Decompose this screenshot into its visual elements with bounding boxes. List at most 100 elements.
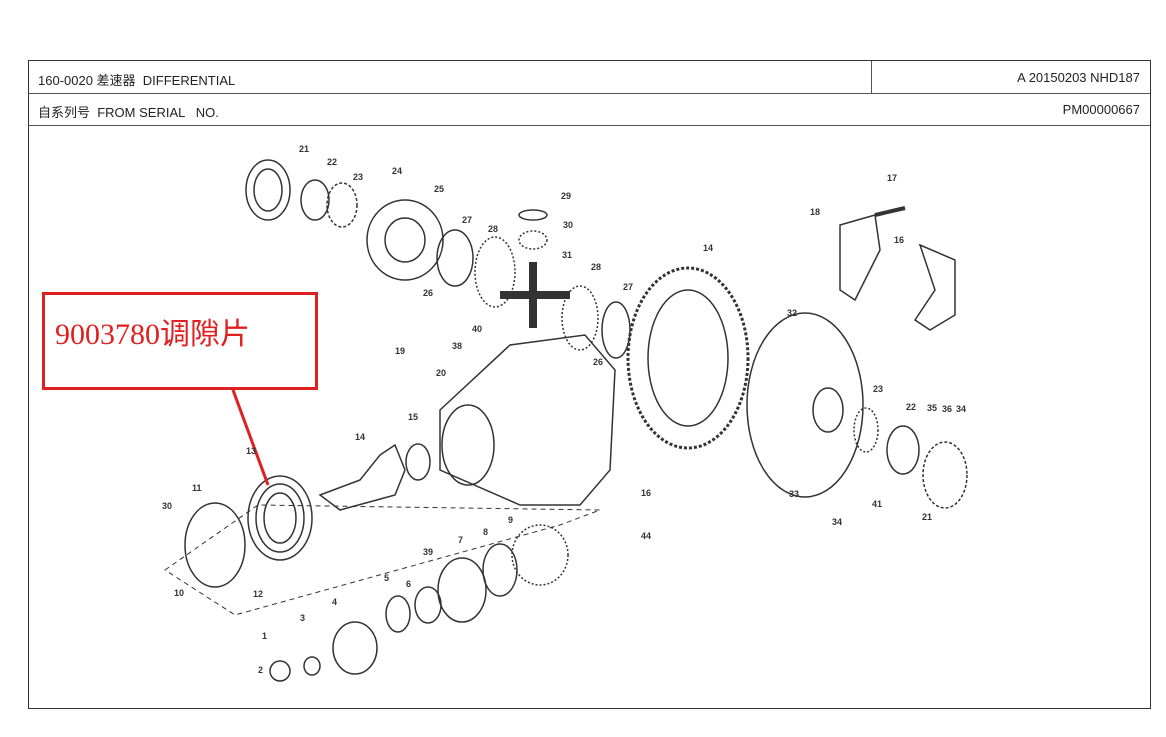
bearing-cup-part bbox=[414, 586, 442, 624]
side-gear-part bbox=[474, 236, 516, 308]
carrier-housing-part bbox=[439, 334, 616, 506]
callout-label: 16 bbox=[641, 488, 652, 498]
callout-label: 2 bbox=[258, 665, 264, 675]
drive-pinion-part bbox=[318, 443, 406, 511]
ring-gear-inner bbox=[647, 289, 729, 427]
callout-label: 5 bbox=[384, 573, 390, 583]
shim-layer bbox=[263, 492, 297, 544]
callout-label: 21 bbox=[922, 512, 933, 522]
bearing-cage-part bbox=[437, 557, 487, 623]
callout-label: 34 bbox=[956, 404, 967, 414]
assembly-guide-line bbox=[164, 504, 601, 616]
callout-label: 30 bbox=[162, 501, 173, 511]
callout-label: 15 bbox=[408, 412, 419, 422]
part-group-title: 160-0020 差速器 DIFFERENTIAL bbox=[38, 73, 236, 88]
callout-label: 38 bbox=[452, 341, 463, 351]
companion-flange-part bbox=[332, 621, 378, 675]
ring-gear-part bbox=[626, 266, 750, 450]
callout-label: 28 bbox=[488, 224, 499, 234]
bearing-cap-part bbox=[839, 214, 881, 302]
thrust-washer-part bbox=[601, 301, 631, 359]
differential-case-half bbox=[366, 199, 444, 281]
header-column-divider bbox=[871, 61, 872, 93]
bolt-part bbox=[874, 206, 906, 217]
shim-layer bbox=[255, 483, 305, 553]
seal-ring-inner bbox=[253, 168, 283, 212]
callout-label: 36 bbox=[942, 404, 953, 414]
callout-label: 27 bbox=[623, 282, 634, 292]
bearing-part bbox=[853, 407, 879, 453]
annotation-pointer-line bbox=[231, 389, 270, 486]
differential-case-half bbox=[746, 312, 864, 498]
callout-label: 13 bbox=[246, 446, 257, 456]
callout-label: 40 bbox=[472, 324, 483, 334]
callout-label: 41 bbox=[872, 499, 883, 509]
callout-label: 35 bbox=[927, 403, 938, 413]
callout-label: 8 bbox=[483, 527, 489, 537]
callout-label: 10 bbox=[174, 588, 185, 598]
callout-label: 1 bbox=[262, 631, 268, 641]
callout-label: 25 bbox=[434, 184, 445, 194]
bearing-part bbox=[511, 524, 569, 586]
revision-info: A 20150203 NHD187 bbox=[1017, 70, 1140, 85]
callout-label: 33 bbox=[789, 489, 800, 499]
o-ring-part bbox=[482, 543, 518, 597]
part-annotation-text: 9003780调隙片 bbox=[55, 318, 250, 351]
callout-label: 32 bbox=[787, 308, 798, 318]
washer-part bbox=[303, 656, 321, 676]
part-annotation-box: 9003780调隙片 bbox=[42, 292, 318, 390]
bearing-part bbox=[405, 443, 431, 481]
callout-label: 3 bbox=[300, 613, 306, 623]
callout-label: 16 bbox=[894, 235, 905, 245]
pm-number: PM00000667 bbox=[1062, 102, 1140, 117]
serial-label: 自系列号 FROM SERIAL NO. bbox=[38, 105, 219, 120]
callout-label: 29 bbox=[561, 191, 572, 201]
callout-label: 27 bbox=[462, 215, 473, 225]
callout-label: 24 bbox=[392, 166, 403, 176]
side-gear-part bbox=[561, 285, 599, 351]
callout-label: 19 bbox=[395, 346, 406, 356]
header-divider bbox=[29, 93, 1150, 94]
nut-part bbox=[269, 660, 291, 682]
callout-label: 6 bbox=[406, 579, 412, 589]
header-divider bbox=[29, 125, 1150, 126]
callout-label: 9 bbox=[508, 515, 514, 525]
washer-part bbox=[518, 209, 548, 221]
callout-label: 30 bbox=[563, 220, 574, 230]
callout-label: 18 bbox=[810, 207, 821, 217]
pinion-gear-part bbox=[518, 230, 548, 250]
seal-ring-part bbox=[245, 159, 291, 221]
callout-label: 34 bbox=[832, 517, 843, 527]
callout-label: 44 bbox=[641, 531, 652, 541]
callout-label: 21 bbox=[299, 144, 310, 154]
callout-label: 39 bbox=[423, 547, 434, 557]
spacer-part bbox=[385, 595, 411, 633]
callout-label: 23 bbox=[873, 384, 884, 394]
callout-label: 4 bbox=[332, 597, 338, 607]
bearing-cap-part bbox=[913, 243, 956, 331]
callout-label: 23 bbox=[353, 172, 364, 182]
callout-label: 20 bbox=[436, 368, 447, 378]
callout-label: 14 bbox=[355, 432, 366, 442]
bearing-part bbox=[326, 182, 358, 228]
callout-label: 11 bbox=[192, 483, 202, 493]
callout-label: 17 bbox=[887, 173, 898, 183]
case-bore bbox=[384, 217, 426, 263]
callout-label: 12 bbox=[253, 589, 264, 599]
spider-cross-part bbox=[500, 262, 570, 328]
callout-label: 22 bbox=[906, 402, 917, 412]
snap-ring-part bbox=[300, 179, 330, 221]
callout-label: 31 bbox=[562, 250, 573, 260]
case-hub bbox=[812, 387, 844, 433]
callout-label: 22 bbox=[327, 157, 338, 167]
bearing-cup-part bbox=[886, 425, 920, 475]
thrust-washer-part bbox=[436, 229, 474, 287]
housing-bore bbox=[441, 404, 495, 486]
cage-flange-part bbox=[184, 502, 246, 588]
adjuster-nut-part bbox=[922, 441, 968, 509]
callout-label: 28 bbox=[591, 262, 602, 272]
callout-label: 26 bbox=[423, 288, 434, 298]
callout-label: 14 bbox=[703, 243, 714, 253]
callout-label: 26 bbox=[593, 357, 604, 367]
